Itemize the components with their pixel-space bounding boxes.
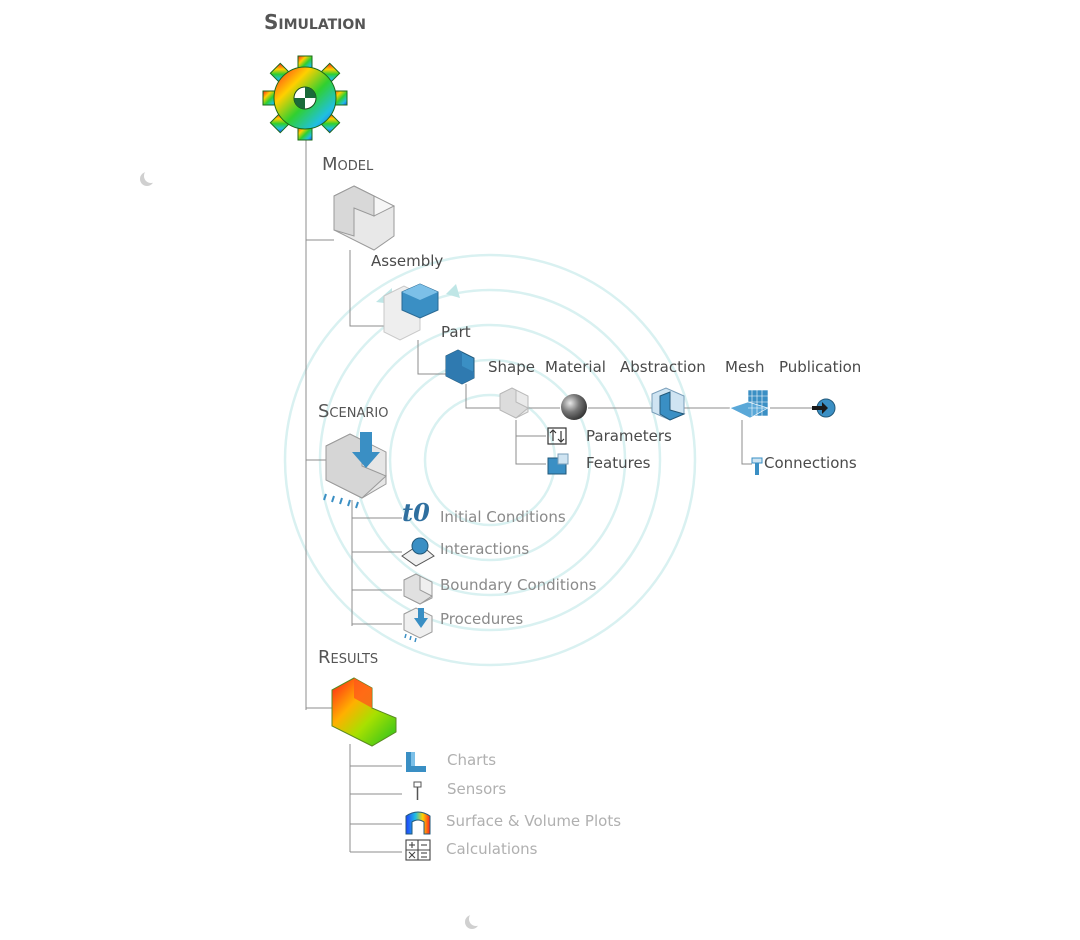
section-label-results: Results bbox=[318, 647, 379, 668]
interactions-icon bbox=[401, 537, 435, 567]
node-label-publication: Publication bbox=[779, 358, 862, 376]
sensors-icon bbox=[413, 781, 422, 800]
crescent-mark-bottom bbox=[465, 912, 483, 929]
features-icon bbox=[547, 453, 569, 475]
scenario-icon bbox=[323, 432, 387, 509]
crescent-mark-left bbox=[140, 169, 158, 186]
node-label-mesh: Mesh bbox=[725, 358, 765, 376]
parameters-icon bbox=[547, 427, 567, 445]
scenario-item-boundary-conditions: Boundary Conditions bbox=[440, 576, 597, 594]
calculations-icon bbox=[405, 839, 431, 861]
section-label-model: Model bbox=[322, 154, 374, 175]
assembly-icon bbox=[383, 283, 439, 341]
results-item-charts: Charts bbox=[447, 751, 497, 769]
connections-icon bbox=[751, 457, 763, 475]
procedures-icon bbox=[403, 607, 433, 643]
section-label-scenario: Scenario bbox=[318, 401, 389, 422]
node-label-shape: Shape bbox=[488, 358, 535, 376]
abstraction-icon bbox=[651, 387, 686, 421]
node-label-features: Features bbox=[586, 454, 651, 472]
results-item-calculations: Calculations bbox=[446, 840, 538, 858]
initial-conditions-icon: t0 bbox=[402, 498, 430, 527]
surface-volume-plots-icon bbox=[405, 811, 431, 835]
model-block-icon bbox=[333, 185, 396, 251]
diagram-title: Simulation bbox=[264, 10, 366, 34]
results-item-sensors: Sensors bbox=[447, 780, 507, 798]
scenario-item-initial-conditions: Initial Conditions bbox=[440, 508, 566, 526]
charts-icon bbox=[406, 752, 426, 772]
mesh-icon bbox=[729, 389, 769, 419]
scenario-item-procedures: Procedures bbox=[440, 610, 524, 628]
node-label-connections: Connections bbox=[764, 454, 857, 472]
results-icon bbox=[331, 677, 397, 747]
node-label-assembly: Assembly bbox=[371, 252, 444, 270]
node-label-abstraction: Abstraction bbox=[620, 358, 706, 376]
boundary-conditions-icon bbox=[403, 573, 433, 605]
part-icon bbox=[445, 349, 475, 385]
scenario-item-interactions: Interactions bbox=[440, 540, 530, 558]
concentric-rings bbox=[283, 253, 697, 667]
material-sphere-icon bbox=[561, 394, 587, 420]
shape-icon bbox=[499, 387, 529, 419]
node-label-part: Part bbox=[441, 323, 471, 341]
node-label-parameters: Parameters bbox=[586, 427, 672, 445]
publication-icon bbox=[812, 398, 836, 418]
gear-icon bbox=[262, 55, 348, 141]
results-item-surface-volume-plots: Surface & Volume Plots bbox=[446, 812, 622, 830]
tree-lines bbox=[305, 140, 814, 853]
node-label-material: Material bbox=[545, 358, 606, 376]
